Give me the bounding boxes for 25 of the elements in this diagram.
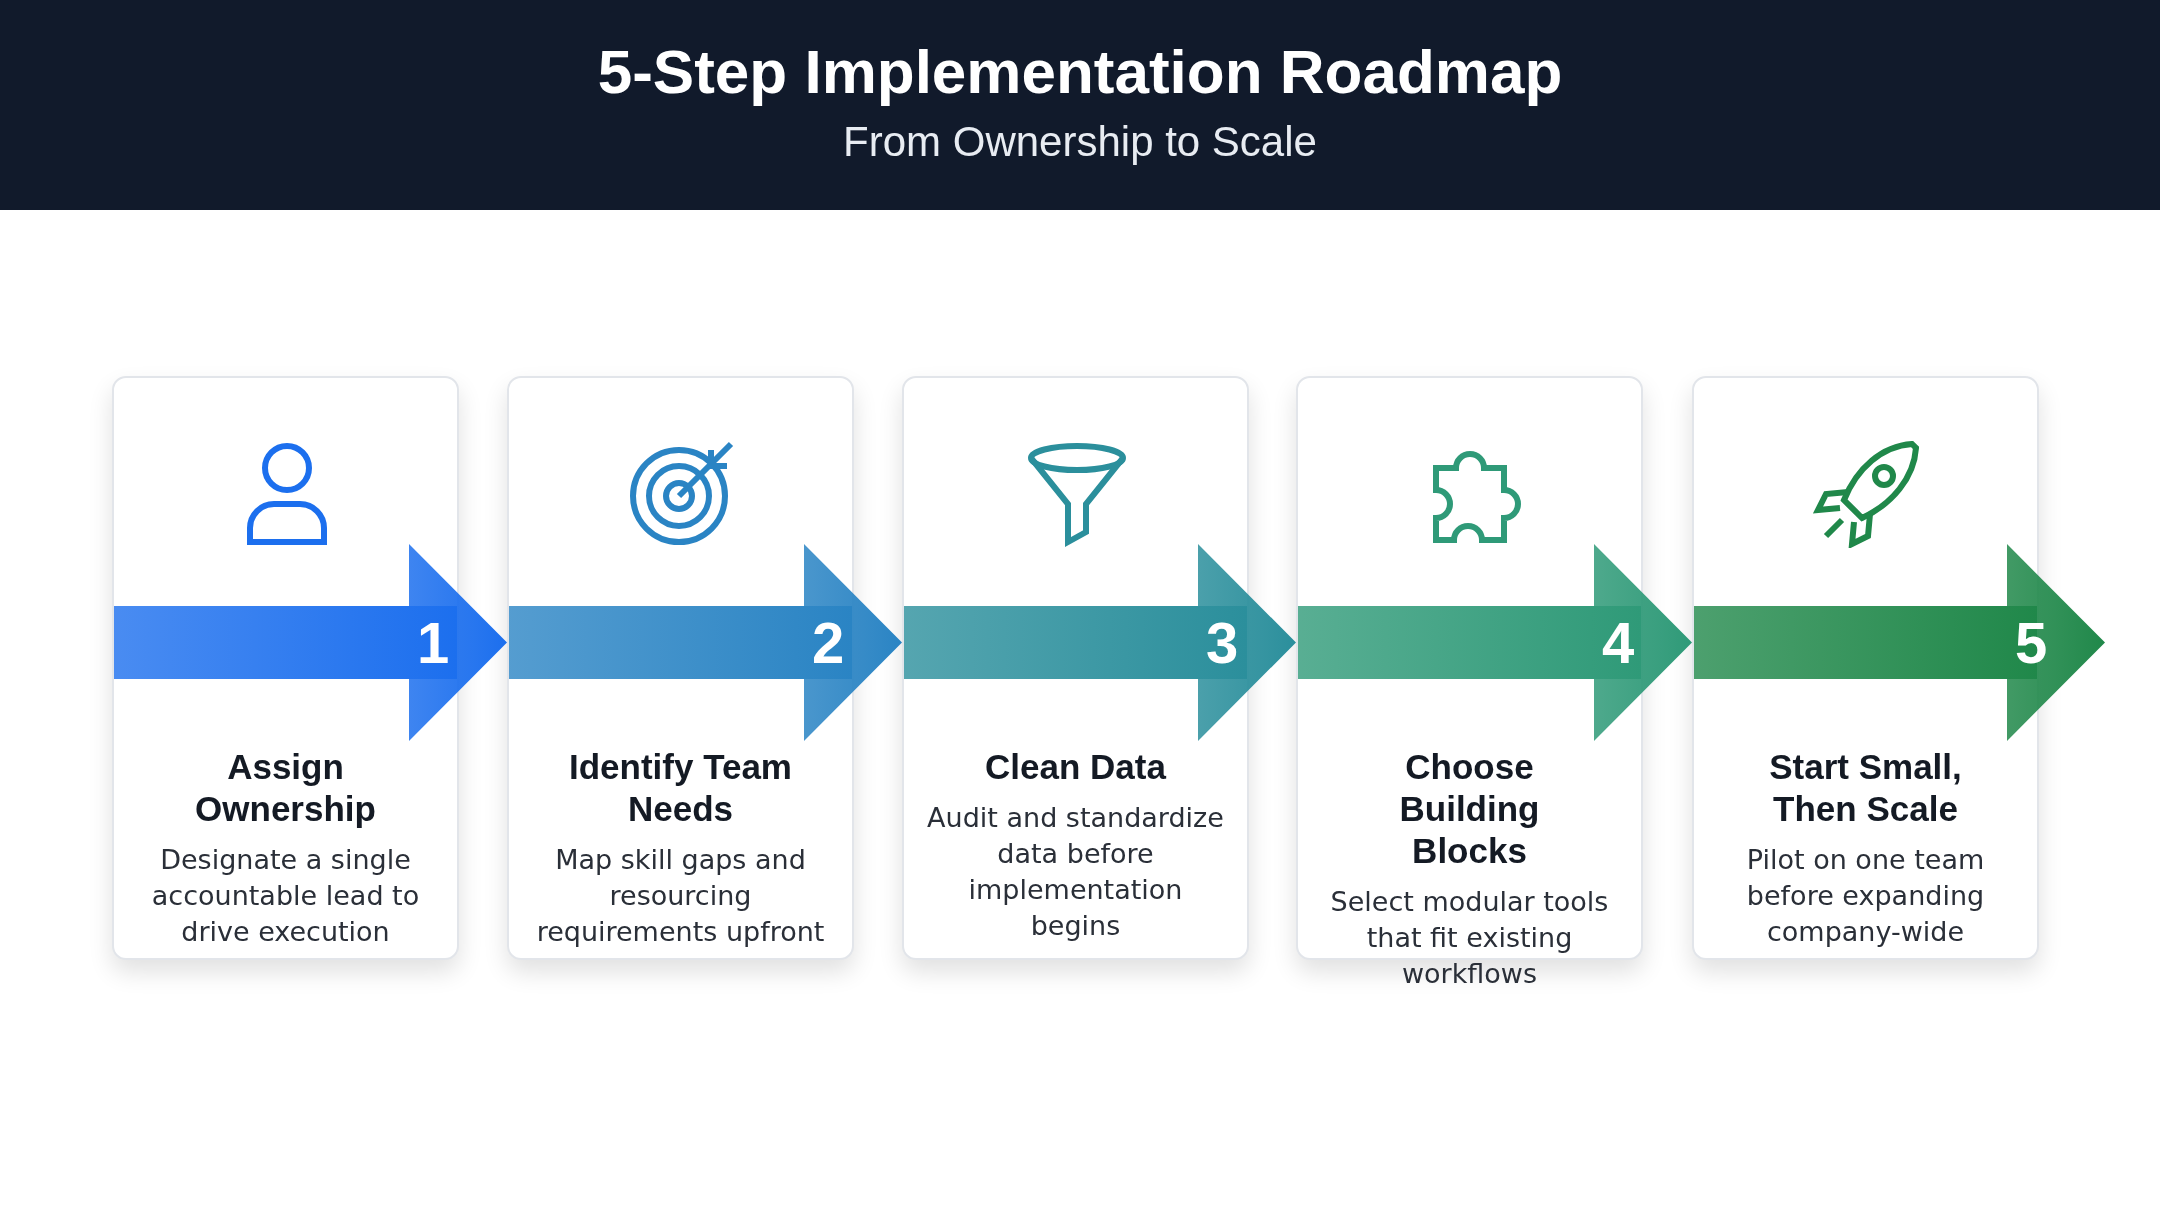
subtitle: From Ownership to Scale [842, 118, 1318, 166]
step-description: Pilot on one team before expanding company-wide [1745, 843, 1986, 949]
step-number: 1 [417, 612, 450, 673]
title: 5-Step Implementation Roadmap [596, 36, 1564, 107]
step-card [112, 376, 459, 960]
step-number: 2 [812, 612, 845, 673]
step-description: Select modular tools that fit existing workflows [1329, 885, 1610, 991]
arrow [804, 544, 902, 741]
step-description: Audit and standardize data before implementation begins [926, 801, 1225, 943]
arrow [1594, 544, 1692, 741]
step-title: Start Small, Then Scale [1768, 746, 1963, 830]
step-title: Clean Data [984, 746, 1168, 788]
arrow [409, 544, 507, 741]
step-card [507, 376, 854, 960]
step-number: 3 [1206, 612, 1239, 673]
step-number: 5 [2015, 612, 2048, 673]
step-description: Map skill gaps and resourcing requirements upfront [535, 843, 826, 949]
step-card [902, 376, 1249, 960]
step-title: Choose Building Blocks [1398, 746, 1541, 872]
step-number: 4 [1602, 612, 1635, 673]
step-description: Designate a single accountable lead to drive execution [150, 843, 421, 949]
arrow [2007, 544, 2105, 741]
arrow [1198, 544, 1296, 741]
step-title: Identify Team Needs [568, 746, 793, 830]
step-title: Assign Ownership [194, 746, 377, 830]
